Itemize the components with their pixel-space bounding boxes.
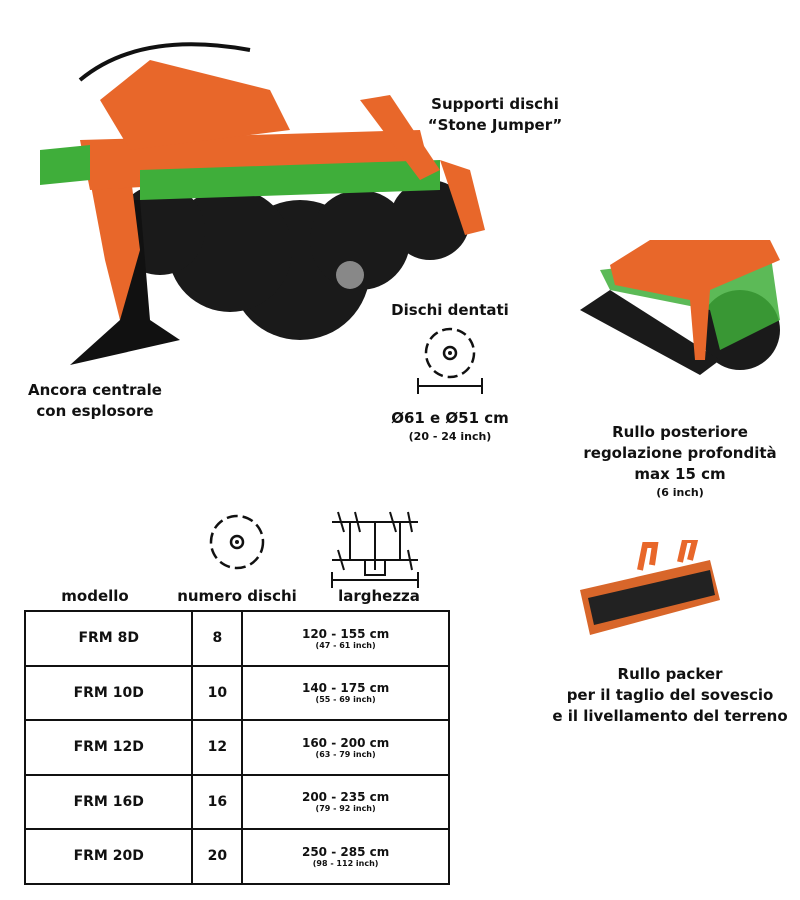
disc-harrow-machine-image bbox=[40, 42, 485, 365]
model-cell: FRM 16D bbox=[23, 773, 194, 830]
label-line: regolazione profondità bbox=[583, 444, 777, 462]
discs-cell: 12 bbox=[191, 719, 244, 776]
stone-jumper-label: Supporti dischi “Stone Jumper” bbox=[410, 94, 580, 136]
width-inch: (47 - 61 inch) bbox=[315, 640, 376, 650]
label-line: con esplosore bbox=[36, 402, 154, 420]
width-cell: 200 - 235 cm(79 - 92 inch) bbox=[241, 773, 450, 830]
disc-size: Ø61 e Ø51 cm (20 - 24 inch) bbox=[370, 408, 530, 444]
dischi-dentati-title: Dischi dentati bbox=[391, 301, 509, 319]
width-cm: 250 - 285 cm bbox=[301, 844, 390, 859]
rear-roller-label: Rullo posteriore regolazione profondità … bbox=[565, 422, 795, 500]
discs-cell: 16 bbox=[191, 773, 244, 830]
label-line: Rullo packer bbox=[617, 665, 723, 683]
model-cell: FRM 10D bbox=[23, 664, 194, 721]
table-row: FRM 16D 16 200 - 235 cm(79 - 92 inch) bbox=[23, 773, 450, 830]
packer-roller-image bbox=[580, 540, 720, 635]
width-inch: (79 - 92 inch) bbox=[315, 804, 376, 814]
table-row: FRM 10D 10 140 - 175 cm(55 - 69 inch) bbox=[23, 664, 450, 721]
width-cm: 200 - 235 cm bbox=[301, 790, 390, 805]
col-header-discs: numero dischi bbox=[177, 587, 297, 605]
packer-roller-label: Rullo packer per il taglio del sovescio … bbox=[540, 664, 800, 727]
label-line: (6 inch) bbox=[656, 486, 704, 499]
col-header-model: modello bbox=[61, 587, 129, 605]
table-row: FRM 12D 12 160 - 200 cm(63 - 79 inch) bbox=[23, 719, 450, 776]
width-cell: 120 - 155 cm(47 - 61 inch) bbox=[241, 610, 450, 667]
label-line: Ancora centrale bbox=[28, 381, 162, 399]
col-header-width: larghezza bbox=[338, 587, 420, 605]
rear-roller-image bbox=[580, 240, 780, 375]
models-table: FRM 8D 8 120 - 155 cm(47 - 61 inch)FRM 1… bbox=[23, 610, 450, 885]
label-line: Supporti dischi bbox=[431, 95, 559, 113]
discs-cell: 10 bbox=[191, 664, 244, 721]
discs-cell: 8 bbox=[191, 610, 244, 667]
model-cell: FRM 12D bbox=[23, 719, 194, 776]
width-inch: (63 - 79 inch) bbox=[315, 749, 376, 759]
table-row: FRM 8D 8 120 - 155 cm(47 - 61 inch) bbox=[23, 610, 450, 667]
model-cell: FRM 8D bbox=[23, 610, 194, 667]
label-line: max 15 cm bbox=[634, 465, 726, 483]
table-row: FRM 20D 20 250 - 285 cm(98 - 112 inch) bbox=[23, 828, 450, 885]
width-cell: 140 - 175 cm(55 - 69 inch) bbox=[241, 664, 450, 721]
disc-count-icon bbox=[209, 514, 265, 570]
anchor-label: Ancora centrale con esplosore bbox=[20, 380, 170, 422]
width-cell: 160 - 200 cm(63 - 79 inch) bbox=[241, 719, 450, 776]
width-inch: (98 - 112 inch) bbox=[312, 858, 379, 868]
width-cm: 140 - 175 cm bbox=[301, 681, 390, 696]
toothed-disc-icon bbox=[417, 327, 483, 394]
disc-inch: (20 - 24 inch) bbox=[408, 430, 492, 443]
label-line: e il livellamento del terreno bbox=[552, 707, 788, 725]
width-inch: (55 - 69 inch) bbox=[315, 695, 376, 705]
width-cell: 250 - 285 cm(98 - 112 inch) bbox=[241, 828, 450, 885]
working-width-icon bbox=[331, 511, 419, 588]
width-cm: 120 - 155 cm bbox=[301, 626, 390, 641]
width-cm: 160 - 200 cm bbox=[301, 735, 390, 750]
label-line: “Stone Jumper” bbox=[427, 116, 563, 134]
disc-diameter: Ø61 e Ø51 cm bbox=[391, 409, 509, 427]
model-cell: FRM 20D bbox=[23, 828, 194, 885]
label-line: Rullo posteriore bbox=[612, 423, 748, 441]
discs-cell: 20 bbox=[191, 828, 244, 885]
label-line: per il taglio del sovescio bbox=[566, 686, 774, 704]
